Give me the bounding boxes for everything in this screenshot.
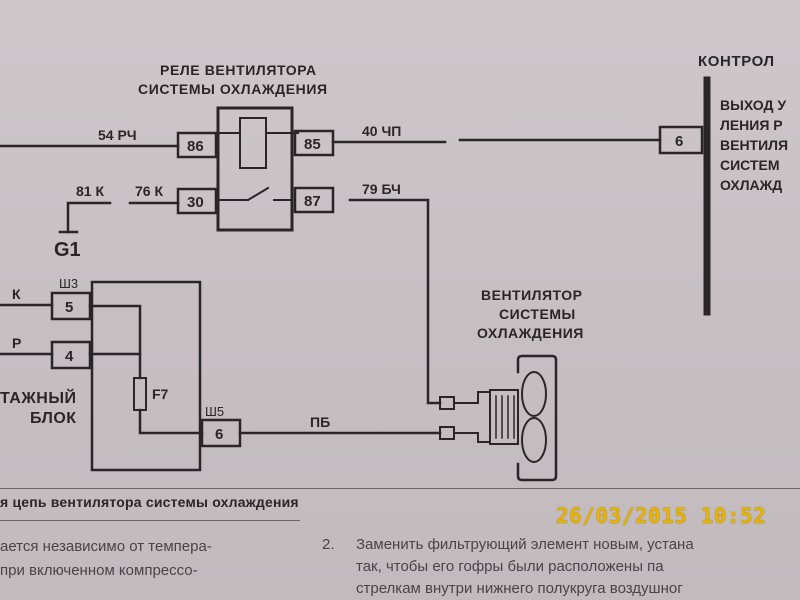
controller-desc-4: СИСТЕМ bbox=[720, 157, 780, 173]
pin-box-87 bbox=[293, 186, 335, 214]
fuse-f7 bbox=[133, 377, 147, 411]
controller-title: КОНТРОЛ bbox=[698, 53, 775, 70]
wire-label-54: 54 РЧ bbox=[98, 127, 137, 143]
wire-label-76: 76 К bbox=[135, 183, 163, 199]
controller-desc-5: ОХЛАЖД bbox=[720, 177, 782, 193]
wire-79 bbox=[348, 198, 442, 405]
right-text-line-2: так, чтобы его гофры были расположены па bbox=[356, 558, 664, 575]
fan-label-3: ОХЛАЖДЕНИЯ bbox=[477, 325, 584, 341]
left-text-line-1: ается независимо от темпера- bbox=[0, 538, 212, 555]
controller-pin-box bbox=[658, 125, 704, 155]
relay-coil bbox=[239, 117, 267, 169]
fan-label-2: СИСТЕМЫ bbox=[499, 306, 576, 322]
wire-label-k: К bbox=[12, 286, 21, 302]
pin-box-30 bbox=[176, 187, 218, 215]
relay-title-line1: РЕЛЕ ВЕНТИЛЯТОРА bbox=[160, 62, 317, 78]
step-number: 2. bbox=[322, 536, 335, 553]
pin-label-5: 5 bbox=[65, 299, 73, 316]
fuse-label: F7 bbox=[152, 386, 169, 402]
block-label-1: ТАЖНЫЙ bbox=[0, 388, 77, 407]
right-text-line-1: Заменить фильтрующий элемент новым, уста… bbox=[356, 536, 694, 553]
pin-label-86: 86 bbox=[187, 138, 204, 155]
controller-desc-1: ВЫХОД У bbox=[720, 97, 786, 113]
left-text-line-2: при включенном компрессо- bbox=[0, 562, 198, 579]
photo-timestamp: 26/03/2015 10:52 bbox=[556, 504, 767, 528]
wire-81 bbox=[66, 201, 112, 234]
wire-label-pb: ПБ bbox=[310, 414, 330, 430]
connector-sh3: Ш3 bbox=[59, 276, 78, 291]
figure-caption: я цепь вентилятора системы охлаждения bbox=[0, 494, 299, 510]
wire-label-40: 40 ЧП bbox=[362, 123, 401, 139]
wire-label-p: Р bbox=[12, 335, 21, 351]
controller-pin-label: 6 bbox=[675, 133, 683, 150]
right-text-line-3: стрелкам внутри нижнего полукруга воздуш… bbox=[356, 580, 683, 597]
mounting-block-outline bbox=[90, 280, 202, 472]
fan-motor-symbol bbox=[439, 354, 558, 482]
wire-label-79: 79 БЧ bbox=[362, 181, 401, 197]
pin-label-30: 30 bbox=[187, 194, 204, 211]
controller-desc-3: ВЕНТИЛЯ bbox=[720, 137, 788, 153]
wire-label-81: 81 К bbox=[76, 183, 104, 199]
relay-title-line2: СИСТЕМЫ ОХЛАЖДЕНИЯ bbox=[138, 81, 328, 97]
ground-label: G1 bbox=[54, 239, 81, 261]
pin-label-85: 85 bbox=[304, 136, 321, 153]
column-divider bbox=[0, 520, 300, 521]
relay-body bbox=[216, 106, 294, 232]
pin-label-6: 6 bbox=[215, 426, 223, 443]
fan-label-1: ВЕНТИЛЯТОР bbox=[481, 287, 583, 303]
connector-sh5: Ш5 bbox=[205, 404, 224, 419]
pin-label-87: 87 bbox=[304, 193, 321, 210]
pin-label-4: 4 bbox=[65, 348, 74, 365]
relay-switch bbox=[217, 186, 293, 202]
caption-divider bbox=[0, 488, 800, 489]
controller-desc-2: ЛЕНИЯ Р bbox=[720, 117, 783, 133]
block-label-2: БЛОК bbox=[30, 410, 77, 427]
